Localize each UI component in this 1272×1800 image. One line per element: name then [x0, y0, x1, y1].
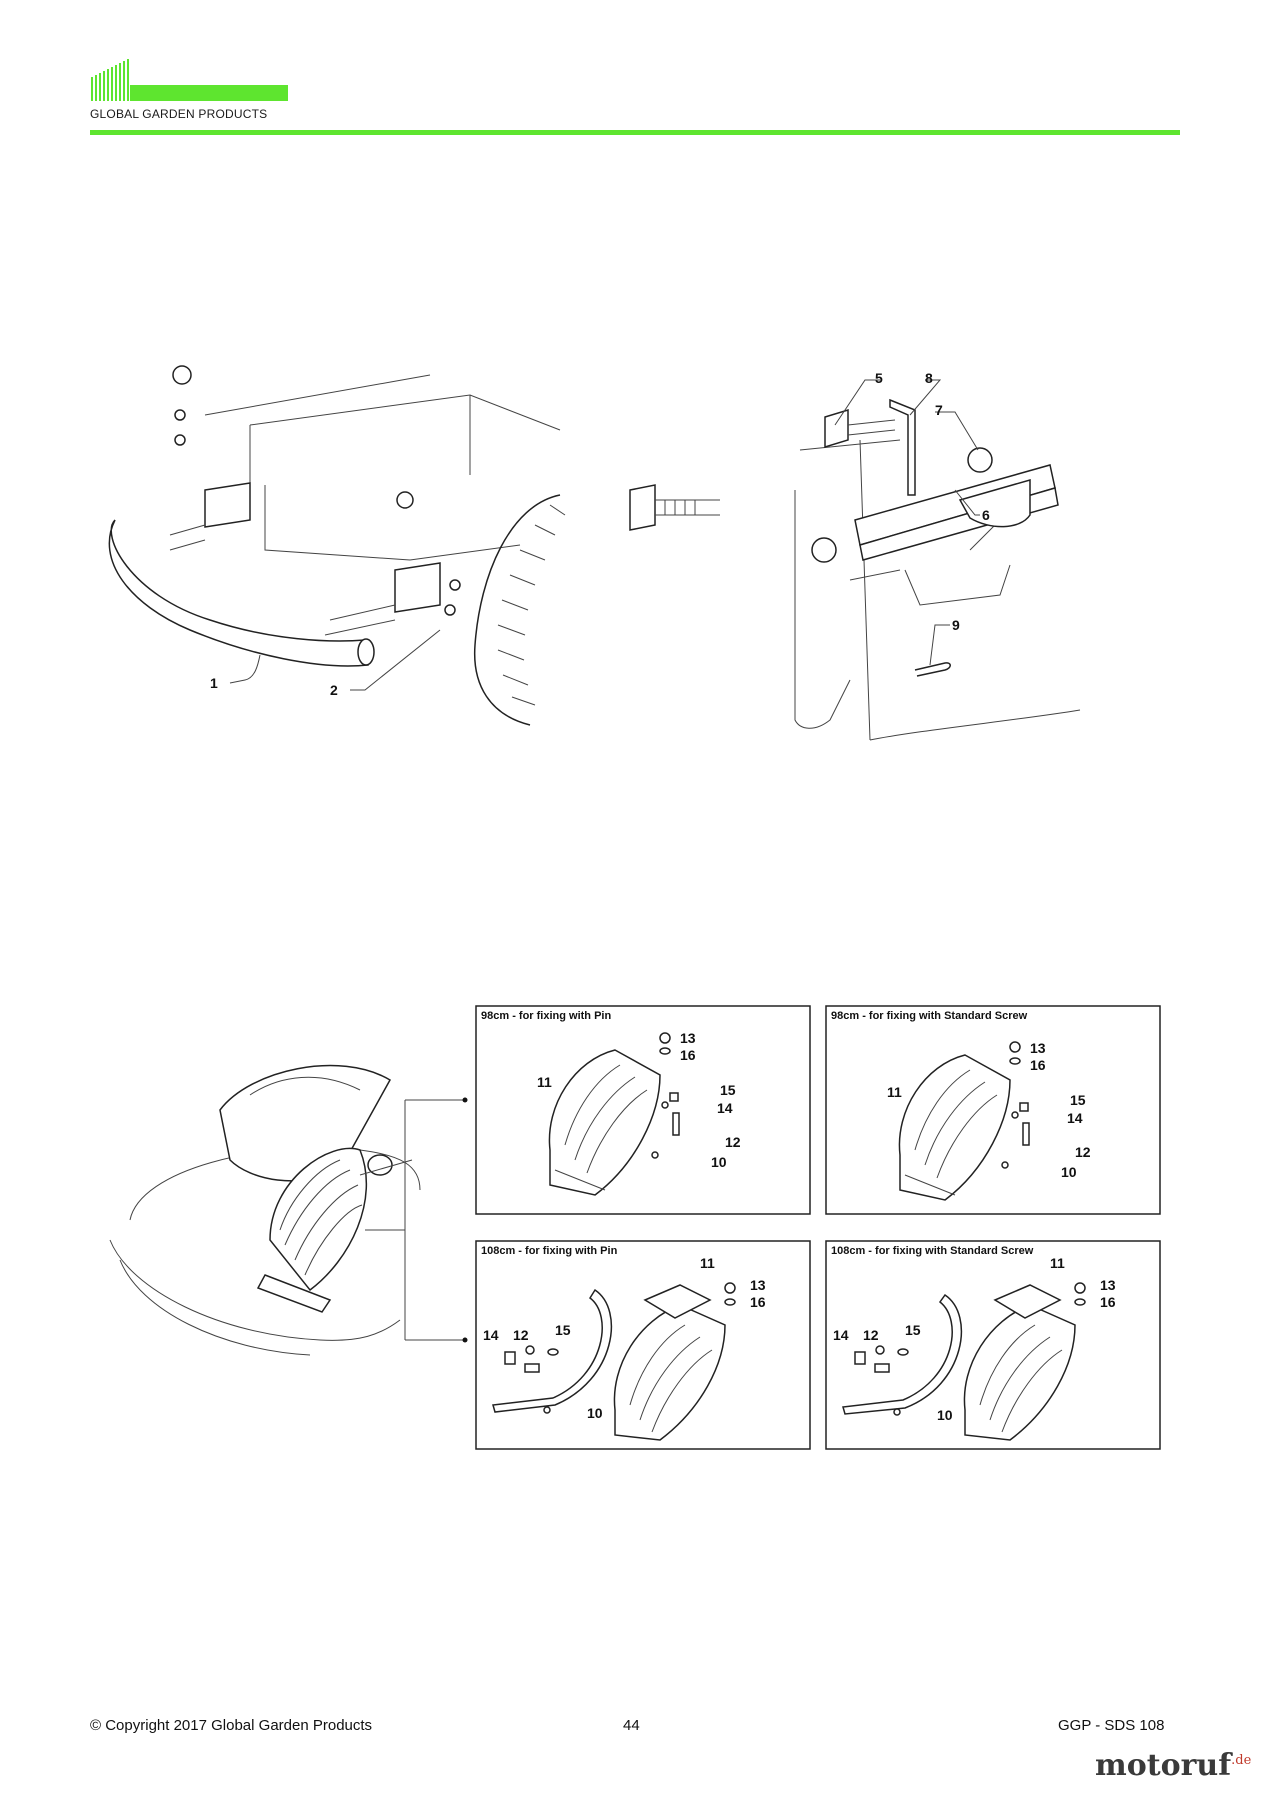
callout-15: 15 — [1070, 1092, 1086, 1108]
panel-title: 98cm - for fixing with Pin — [481, 1010, 611, 1022]
fastener-icons — [651, 1032, 680, 1159]
fastener-icons — [1001, 1041, 1030, 1169]
callout-2: 2 — [330, 682, 338, 698]
callout-12: 12 — [863, 1327, 879, 1343]
callout-13: 13 — [1030, 1040, 1046, 1056]
deflector-part-icon — [963, 1284, 1076, 1441]
callout-14: 14 — [717, 1100, 733, 1116]
callout-14: 14 — [1067, 1110, 1083, 1126]
deflector-part-icon — [613, 1284, 726, 1441]
header: GLOBAL GARDEN PRODUCTS — [90, 55, 1180, 140]
callout-16: 16 — [1030, 1057, 1046, 1073]
footer-page-number: 44 — [623, 1717, 640, 1734]
fastener-icons — [854, 1282, 1086, 1416]
bumper-tube — [108, 519, 369, 667]
callout-10: 10 — [587, 1405, 603, 1421]
callout-14: 14 — [483, 1327, 499, 1343]
mower-deck-overview-diagram — [109, 1064, 421, 1356]
footer-copyright: © Copyright 2017 Global Garden Products — [90, 1717, 373, 1734]
callout-16: 16 — [750, 1294, 766, 1310]
watermark-brand-name: motoruf — [1095, 1748, 1232, 1783]
callout-10: 10 — [1061, 1164, 1077, 1180]
panel-108cm-standard-screw: 108cm - for fixing with Standard Screw 1… — [825, 1240, 1161, 1450]
deflector-part-icon — [548, 1049, 661, 1196]
footer-model: GGP - SDS 108 — [1058, 1717, 1165, 1734]
hitch-pin — [889, 398, 916, 496]
company-logo-text: GLOBAL GARDEN PRODUCTS — [90, 107, 268, 121]
deflector-rail — [842, 1293, 963, 1415]
nut-icon — [967, 447, 993, 473]
watermark-brand-tld: .de — [1231, 1753, 1252, 1768]
callout-16: 16 — [680, 1047, 696, 1063]
callout-11: 11 — [700, 1255, 715, 1271]
grass-deflector-icon — [256, 1147, 368, 1313]
callout-12: 12 — [513, 1327, 529, 1343]
callout-15: 15 — [555, 1322, 571, 1338]
bolt-icons — [172, 365, 461, 616]
panel-98cm-standard-screw: 98cm - for fixing with Standard Screw 13… — [825, 1005, 1161, 1215]
callout-11: 11 — [887, 1084, 902, 1100]
deflector-part-icon — [898, 1054, 1011, 1201]
right-bracket — [394, 562, 441, 613]
callout-7: 7 — [935, 402, 943, 418]
callout-14: 14 — [833, 1327, 849, 1343]
panel-98cm-pin: 98cm - for fixing with Pin 13 16 11 15 1… — [475, 1005, 811, 1215]
header-rule — [90, 130, 1180, 135]
deflector-rail — [492, 1288, 613, 1413]
wheel-icon — [473, 494, 566, 726]
callout-13: 13 — [750, 1277, 766, 1293]
panel-108cm-pin: 108cm - for fixing with Pin 11 13 16 14 … — [475, 1240, 811, 1450]
callout-12: 12 — [725, 1134, 741, 1150]
callout-8: 8 — [925, 370, 933, 386]
callout-15: 15 — [905, 1322, 921, 1338]
callout-10: 10 — [711, 1154, 727, 1170]
callout-12: 12 — [1075, 1144, 1091, 1160]
callout-5: 5 — [875, 370, 883, 386]
callout-9: 9 — [952, 617, 960, 633]
company-logo-icon — [91, 59, 288, 101]
callout-6: 6 — [982, 507, 990, 523]
panel-title: 108cm - for fixing with Standard Screw — [831, 1245, 1034, 1257]
callout-1: 1 — [210, 675, 218, 691]
callout-10: 10 — [937, 1407, 953, 1423]
panel-title: 108cm - for fixing with Pin — [481, 1245, 618, 1257]
panel-connector-lines — [365, 1097, 468, 1343]
callout-13: 13 — [680, 1030, 696, 1046]
callout-11: 11 — [537, 1074, 552, 1090]
callout-13: 13 — [1100, 1277, 1116, 1293]
tow-hitch-diagram: 5 8 7 6 9 — [629, 370, 1081, 741]
watermark-brand: motoruf.de — [1095, 1748, 1251, 1783]
callout-11: 11 — [1050, 1255, 1065, 1271]
panel-title: 98cm - for fixing with Standard Screw — [831, 1010, 1028, 1022]
bumper-assembly-diagram: 1 2 — [108, 365, 566, 726]
callout-15: 15 — [720, 1082, 736, 1098]
callout-16: 16 — [1100, 1294, 1116, 1310]
clip-icon — [914, 662, 951, 677]
left-bracket — [204, 482, 251, 528]
fastener-icons — [504, 1282, 736, 1414]
